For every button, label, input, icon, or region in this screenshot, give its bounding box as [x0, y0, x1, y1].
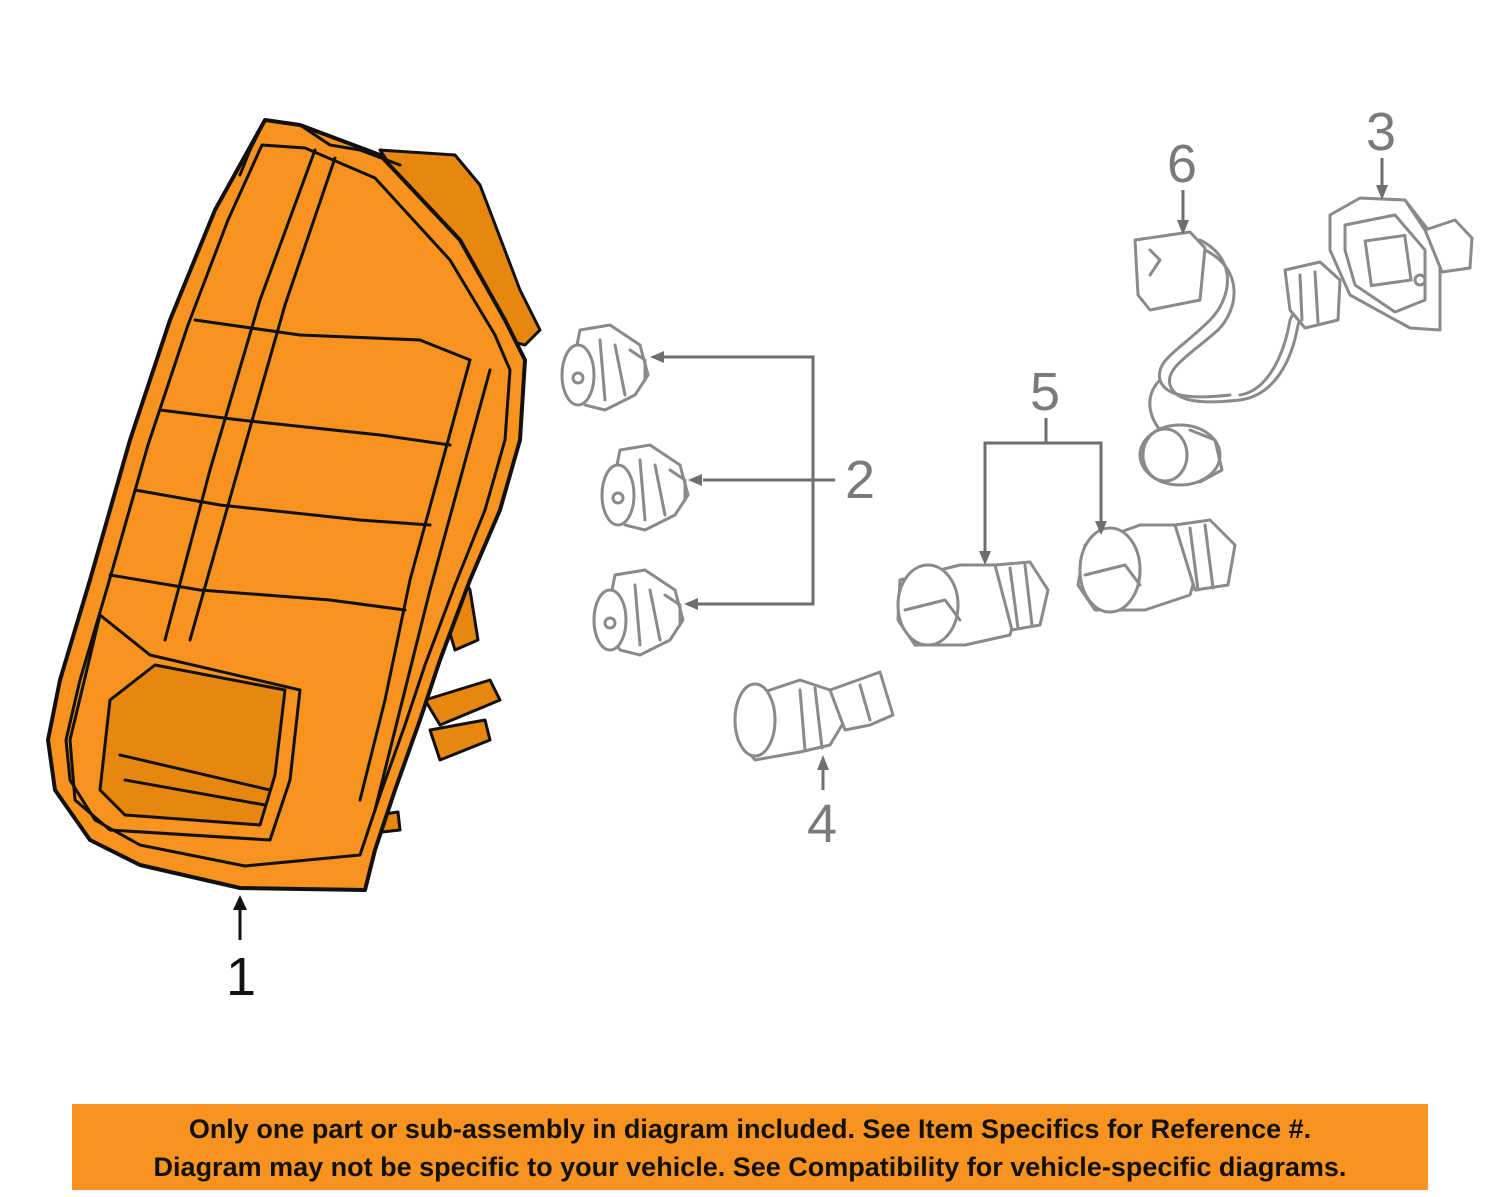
wiring-harness-part-6[interactable] [1133, 230, 1342, 487]
callout-1-label: 1 [226, 947, 256, 1007]
socket-plate-part-3[interactable] [1328, 196, 1474, 332]
callout-2: 2 [650, 351, 875, 610]
callout-6: 6 [1167, 134, 1197, 235]
callout-3: 3 [1366, 102, 1396, 200]
disclaimer-line-1: Only one part or sub-assembly in diagram… [188, 1114, 1312, 1144]
callout-4: 4 [807, 755, 837, 854]
callout-4-label: 4 [807, 794, 837, 854]
callout-3-label: 3 [1366, 102, 1396, 162]
callout-1: 1 [226, 895, 256, 1007]
callout-5: 5 [979, 362, 1107, 565]
socket-clip-middle[interactable] [600, 443, 690, 532]
socket-clip-bottom[interactable] [592, 568, 685, 657]
bulb-part-5-left[interactable] [896, 560, 1050, 647]
tail-lamp-assembly[interactable] [46, 118, 542, 892]
callout-6-label: 6 [1167, 134, 1197, 194]
disclaimer-line-2: Diagram may not be specific to your vehi… [153, 1152, 1347, 1182]
callout-2-label: 2 [845, 450, 875, 510]
socket-clip-top[interactable] [560, 323, 650, 412]
callout-5-label: 5 [1030, 362, 1060, 422]
disclaimer-banner: Only one part or sub-assembly in diagram… [72, 1104, 1428, 1190]
bulb-part-5-right[interactable] [1076, 518, 1237, 614]
bulb-part-4[interactable] [733, 670, 895, 762]
